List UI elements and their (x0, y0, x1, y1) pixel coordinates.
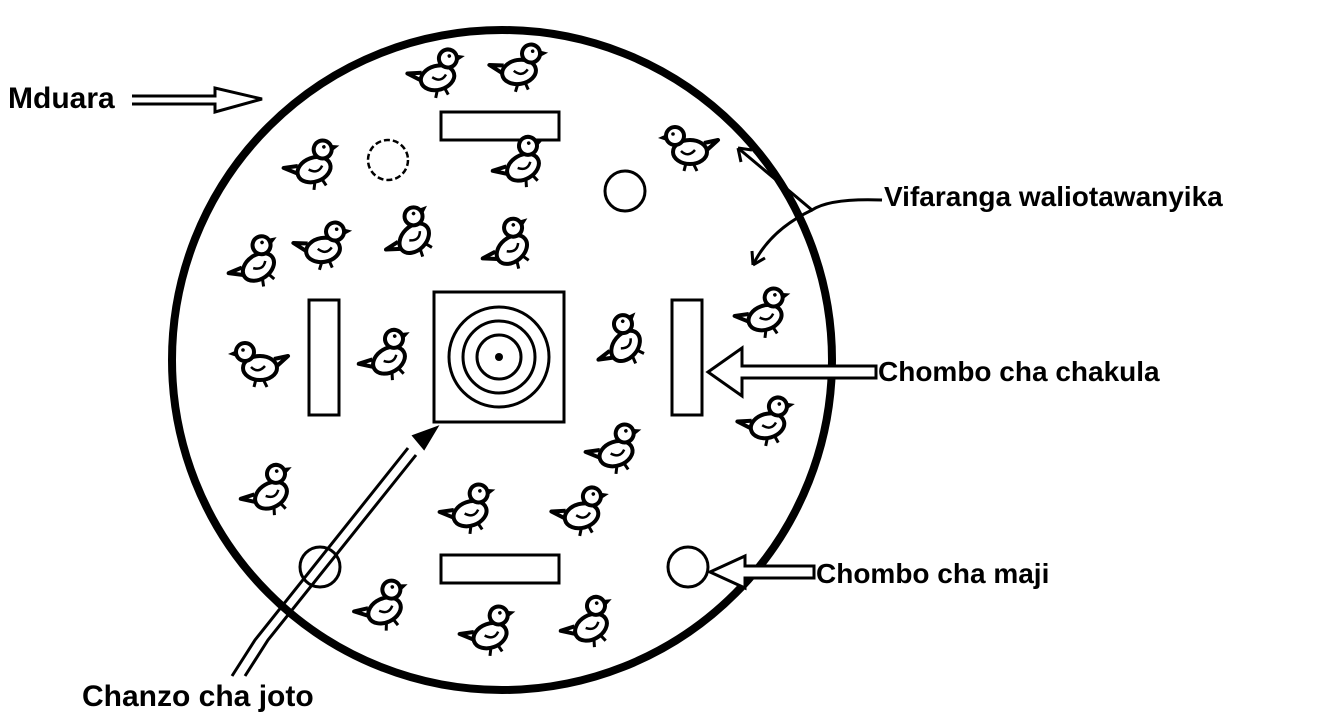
chick-icon (221, 228, 295, 298)
chick-icon (474, 210, 548, 282)
feeder-icon (441, 112, 559, 140)
arrow-brooder-guard (132, 88, 262, 112)
feeder-icon (309, 300, 339, 415)
chick-icon (291, 220, 358, 274)
chick-icon (581, 419, 652, 481)
label-feeder: Chombo cha chakula (878, 356, 1160, 387)
waterer-icon (605, 171, 645, 211)
chick-icon (588, 305, 660, 379)
label-scattered-chicks: Vifaranga waliotawanyika (884, 181, 1223, 212)
chick-icon (554, 590, 628, 658)
feeder-icon (672, 300, 702, 415)
chick-icon (228, 343, 288, 387)
chick-icon (487, 42, 554, 96)
label-heat-source: Chanzo cha joto (82, 680, 314, 713)
chick-icon (435, 479, 506, 541)
chick-icon (548, 483, 617, 541)
label-waterer: Chombo cha maji (816, 558, 1049, 589)
chick-icon (349, 574, 422, 639)
chick-icon (730, 283, 801, 345)
arrow-feeder (708, 348, 876, 396)
waterer-icon (300, 547, 340, 587)
chick-icon (234, 458, 308, 526)
chick-icon (279, 135, 350, 197)
chick-icon (658, 127, 718, 171)
waterer-icon (668, 547, 708, 587)
chick-icon (734, 393, 803, 451)
feeder-icon (441, 555, 559, 583)
heater-icon (434, 292, 564, 422)
chick-icon (352, 323, 426, 391)
waterer-icon (368, 140, 408, 180)
chick-icon (377, 198, 451, 272)
chick-icon (404, 45, 473, 103)
label-brooder-guard: Mduara (8, 82, 115, 115)
chick-icon (455, 601, 526, 663)
